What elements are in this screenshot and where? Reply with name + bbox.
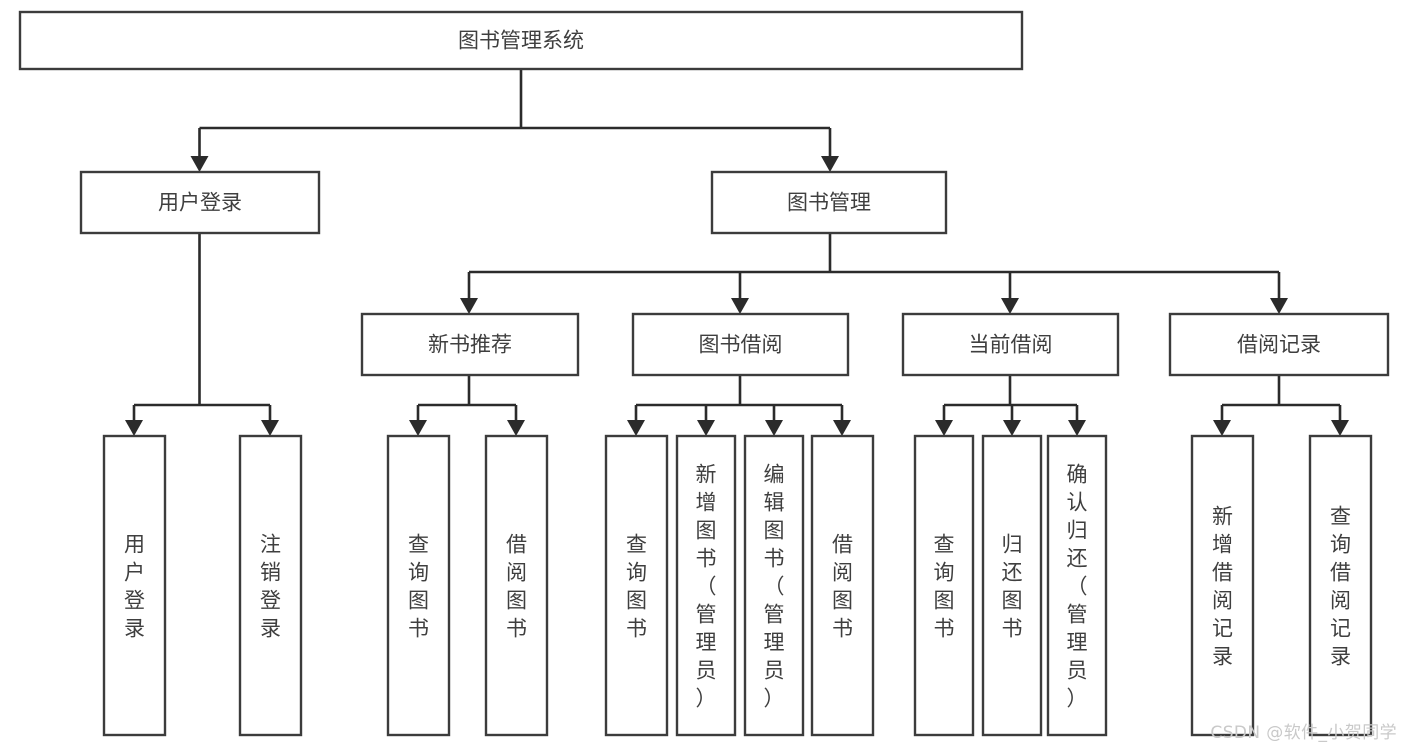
node-box[interactable] <box>810 434 875 737</box>
edge-line <box>467 233 1281 298</box>
node-box[interactable] <box>1308 434 1373 737</box>
edge-user-login-bus <box>125 233 279 436</box>
arrowhead-icon <box>1213 420 1231 436</box>
node-book-manage[interactable]: 图书管理 <box>710 170 948 235</box>
node-leaf-user-login[interactable]: 用户登录 <box>102 434 167 737</box>
nodes-layer: 图书管理系统用户登录图书管理新书推荐图书借阅当前借阅借阅记录用户登录注销登录查询… <box>18 10 1390 737</box>
node-leaf-confirm-return[interactable]: 确认归还（管理员） <box>1046 434 1108 737</box>
node-current-borrow[interactable]: 当前借阅 <box>901 312 1120 377</box>
edges-layer <box>125 69 1349 436</box>
node-leaf-query-book-1[interactable]: 查询图书 <box>386 434 451 737</box>
node-box[interactable] <box>360 312 580 377</box>
arrowhead-icon <box>125 420 143 436</box>
arrowhead-icon <box>1331 420 1349 436</box>
arrowhead-icon <box>460 298 478 314</box>
edge-line <box>198 69 832 156</box>
node-label: 查询图书 <box>408 532 429 640</box>
node-leaf-edit-book[interactable]: 编辑图书（管理员） <box>743 434 805 737</box>
edge-book-borrow-bus <box>627 375 851 436</box>
node-label: 确认归还（管理员） <box>1067 462 1088 710</box>
node-label: 用户登录 <box>124 532 145 640</box>
node-label: 查询图书 <box>934 532 955 640</box>
node-label: 图书管理系统 <box>458 29 584 53</box>
arrowhead-icon <box>935 420 953 436</box>
node-box[interactable] <box>631 312 850 377</box>
node-new-book-recommend[interactable]: 新书推荐 <box>360 312 580 377</box>
node-leaf-return-book[interactable]: 归还图书 <box>981 434 1043 737</box>
edge-line <box>132 233 272 420</box>
node-box[interactable] <box>675 434 737 737</box>
node-box[interactable] <box>18 10 1024 71</box>
edge-line <box>634 375 844 420</box>
edge-current-borrow-bus <box>935 375 1086 436</box>
node-box[interactable] <box>102 434 167 737</box>
arrowhead-icon <box>627 420 645 436</box>
node-root[interactable]: 图书管理系统 <box>18 10 1024 71</box>
node-box[interactable] <box>710 170 948 235</box>
arrowhead-icon <box>409 420 427 436</box>
node-label: 编辑图书（管理员） <box>764 462 785 710</box>
node-leaf-query-book-3[interactable]: 查询图书 <box>913 434 975 737</box>
edge-root-bus <box>190 69 839 172</box>
node-leaf-query-book-2[interactable]: 查询图书 <box>604 434 669 737</box>
edge-borrow-record-bus <box>1213 375 1349 436</box>
edge-line <box>1220 375 1342 420</box>
node-box[interactable] <box>386 434 451 737</box>
edge-book-manage-bus <box>460 233 1288 314</box>
arrowhead-icon <box>261 420 279 436</box>
node-label: 当前借阅 <box>969 333 1053 357</box>
node-label: 新书推荐 <box>428 333 512 357</box>
arrowhead-icon <box>1068 420 1086 436</box>
node-book-borrow[interactable]: 图书借阅 <box>631 312 850 377</box>
node-box[interactable] <box>79 170 321 235</box>
node-box[interactable] <box>743 434 805 737</box>
edge-line <box>942 375 1079 420</box>
node-leaf-user-logout[interactable]: 注销登录 <box>238 434 303 737</box>
node-box[interactable] <box>1190 434 1255 737</box>
edge-line <box>416 375 518 420</box>
node-leaf-add-book[interactable]: 新增图书（管理员） <box>675 434 737 737</box>
node-box[interactable] <box>484 434 549 737</box>
arrowhead-icon <box>507 420 525 436</box>
arrowhead-icon <box>833 420 851 436</box>
node-label: 查询图书 <box>626 532 647 640</box>
node-box[interactable] <box>901 312 1120 377</box>
node-label: 借阅图书 <box>832 532 853 640</box>
arrowhead-icon <box>190 156 209 172</box>
arrowhead-icon <box>697 420 715 436</box>
node-label: 图书管理 <box>787 191 871 215</box>
arrowhead-icon <box>1001 298 1019 314</box>
node-user-login[interactable]: 用户登录 <box>79 170 321 235</box>
node-label: 借阅记录 <box>1237 333 1321 357</box>
node-leaf-borrow-book-2[interactable]: 借阅图书 <box>810 434 875 737</box>
node-label: 图书借阅 <box>699 333 783 357</box>
node-box[interactable] <box>604 434 669 737</box>
node-label: 新增借阅记录 <box>1212 504 1233 668</box>
node-box[interactable] <box>238 434 303 737</box>
arrowhead-icon <box>1270 298 1288 314</box>
node-label: 借阅图书 <box>506 532 527 640</box>
node-leaf-query-borrow-record[interactable]: 查询借阅记录 <box>1308 434 1373 737</box>
arrowhead-icon <box>731 298 749 314</box>
node-label: 注销登录 <box>260 532 281 640</box>
node-box[interactable] <box>981 434 1043 737</box>
arrowhead-icon <box>821 156 839 172</box>
edge-new-book-recommend-bus <box>409 375 525 436</box>
watermark-text: CSDN @软件_小贺同学 <box>1210 723 1397 743</box>
node-box[interactable] <box>1168 312 1390 377</box>
node-borrow-record[interactable]: 借阅记录 <box>1168 312 1390 377</box>
arrowhead-icon <box>765 420 783 436</box>
node-label: 用户登录 <box>158 191 242 215</box>
node-leaf-add-borrow-record[interactable]: 新增借阅记录 <box>1190 434 1255 737</box>
node-label: 查询借阅记录 <box>1330 504 1351 668</box>
arrowhead-icon <box>1003 420 1021 436</box>
node-box[interactable] <box>1046 434 1108 737</box>
node-box[interactable] <box>913 434 975 737</box>
node-label: 新增图书（管理员） <box>696 462 717 710</box>
node-leaf-borrow-book-1[interactable]: 借阅图书 <box>484 434 549 737</box>
node-label: 归还图书 <box>1002 532 1023 640</box>
